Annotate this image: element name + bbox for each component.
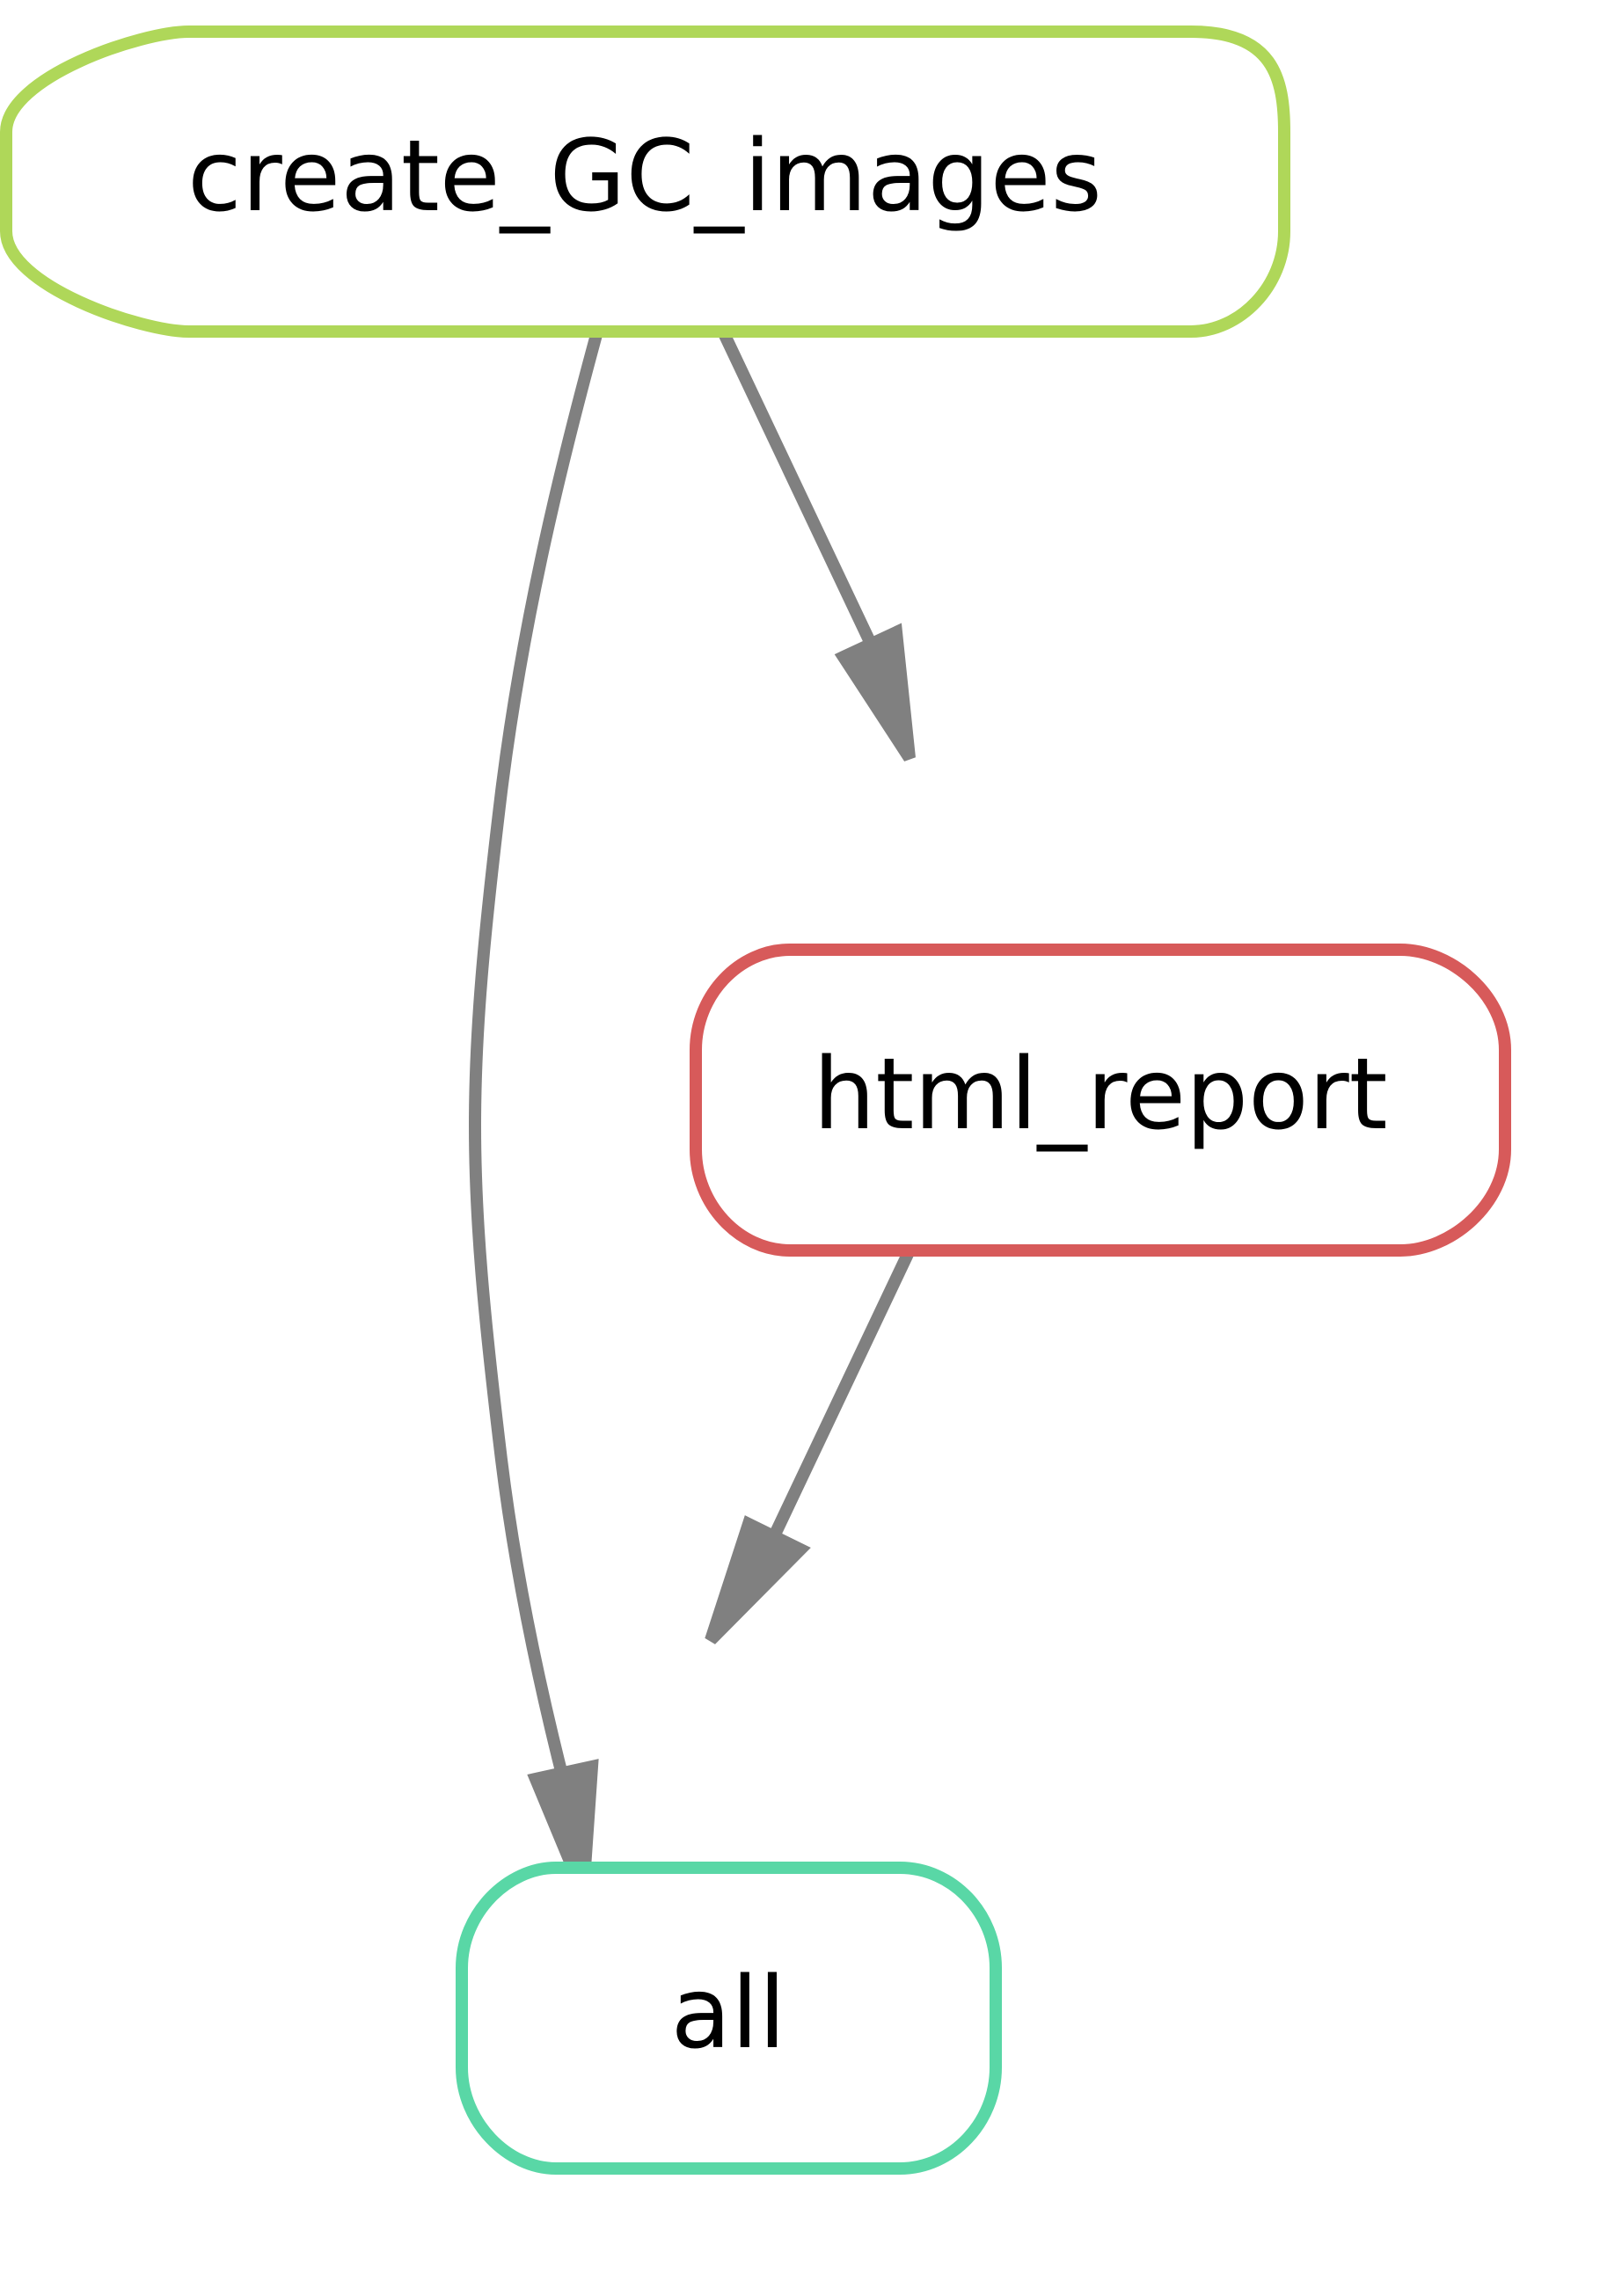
edge-html-report-to-all (768, 1248, 916, 1539)
node-label: create_GC_images (187, 120, 1102, 234)
edge-create-gc-images-to-html-report (717, 329, 877, 646)
node-box (0, 26, 1290, 338)
node-all[interactable]: all (456, 1862, 1002, 2175)
edge-create-gc-images-to-all (469, 330, 603, 1787)
node-create-gc-images[interactable]: create_GC_images (0, 26, 1290, 338)
node-box (456, 1862, 1002, 2175)
arrowhead-icon (705, 1515, 811, 1644)
node-box (690, 944, 1511, 1257)
node-html-report[interactable]: html_report (690, 944, 1511, 1257)
node-label: html_report (813, 1038, 1387, 1152)
node-label: all (671, 1957, 786, 2071)
arrowhead-icon (834, 623, 916, 762)
